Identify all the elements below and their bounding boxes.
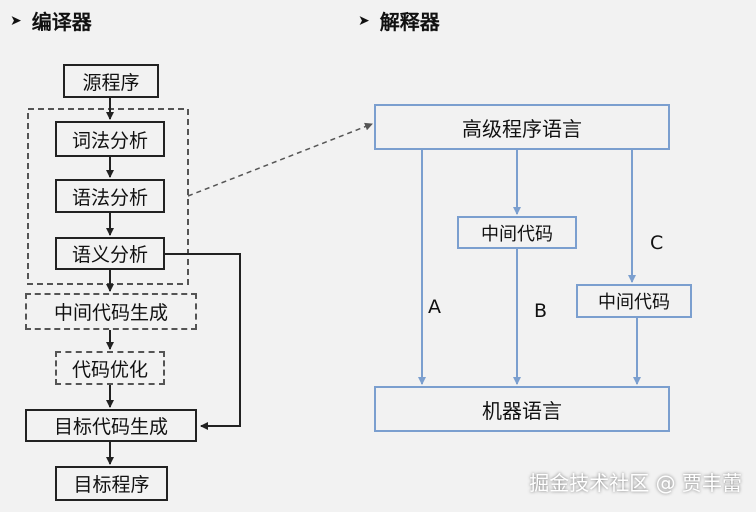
heading-compiler: ➤ 编译器 — [10, 6, 92, 35]
high-level-language-box: 高级程序语言 — [374, 104, 670, 150]
path-label-b: B — [534, 300, 548, 322]
machine-language-box: 机器语言 — [374, 386, 670, 432]
code-optimization-box: 代码优化 — [55, 351, 165, 385]
path-label-a: A — [428, 296, 441, 318]
path-label-c: C — [650, 232, 664, 254]
target-code-gen-box: 目标代码生成 — [25, 409, 197, 442]
lexical-analysis-box: 词法分析 — [55, 121, 165, 157]
target-program-box: 目标程序 — [55, 466, 168, 501]
semantic-analysis-box: 语义分析 — [55, 237, 165, 270]
heading-interpreter: ➤ 解释器 — [358, 6, 440, 35]
intermediate-code-gen-box: 中间代码生成 — [25, 293, 197, 330]
heading-compiler-text: 编译器 — [31, 10, 92, 34]
intermediate-code-b-box: 中间代码 — [457, 216, 577, 249]
intermediate-code-c-box: 中间代码 — [576, 284, 692, 318]
arrow-bullet-icon: ➤ — [358, 12, 370, 29]
watermark-text: 掘金技术社区 @ 贾丰蕾 — [529, 471, 742, 495]
arrow-bullet-icon: ➤ — [10, 12, 22, 29]
arrow-semantic-bypass — [165, 253, 241, 430]
source-program-box: 源程序 — [63, 64, 159, 98]
syntax-analysis-box: 语法分析 — [55, 179, 165, 213]
heading-interpreter-text: 解释器 — [379, 10, 440, 34]
dashed-link-arrow — [187, 122, 373, 197]
